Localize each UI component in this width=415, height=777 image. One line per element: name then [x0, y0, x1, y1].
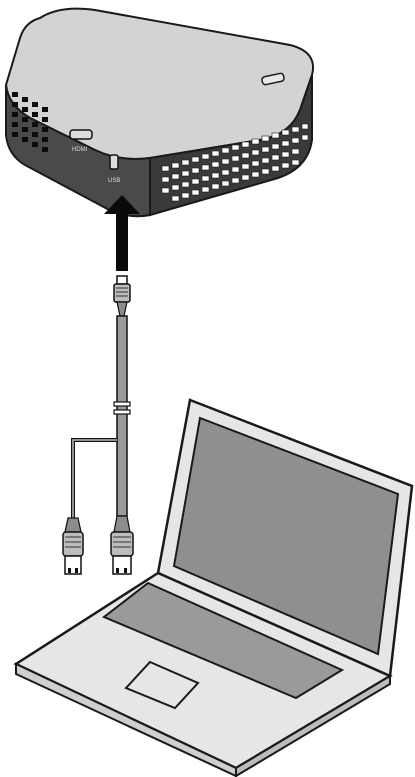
usb-plug-top [114, 276, 130, 316]
hdmi-port-label: HDMI [72, 147, 88, 153]
cable-branch [73, 440, 117, 520]
cable-main [117, 316, 127, 516]
usb-cable [63, 276, 133, 574]
usb-port [110, 155, 118, 169]
projector: HDMI USB [6, 9, 313, 217]
hdmi-port [70, 130, 92, 139]
usb-plug-left [63, 518, 83, 574]
laptop [16, 400, 412, 776]
usb-port-label: USB [108, 178, 120, 184]
usb-plug-right [111, 516, 133, 574]
